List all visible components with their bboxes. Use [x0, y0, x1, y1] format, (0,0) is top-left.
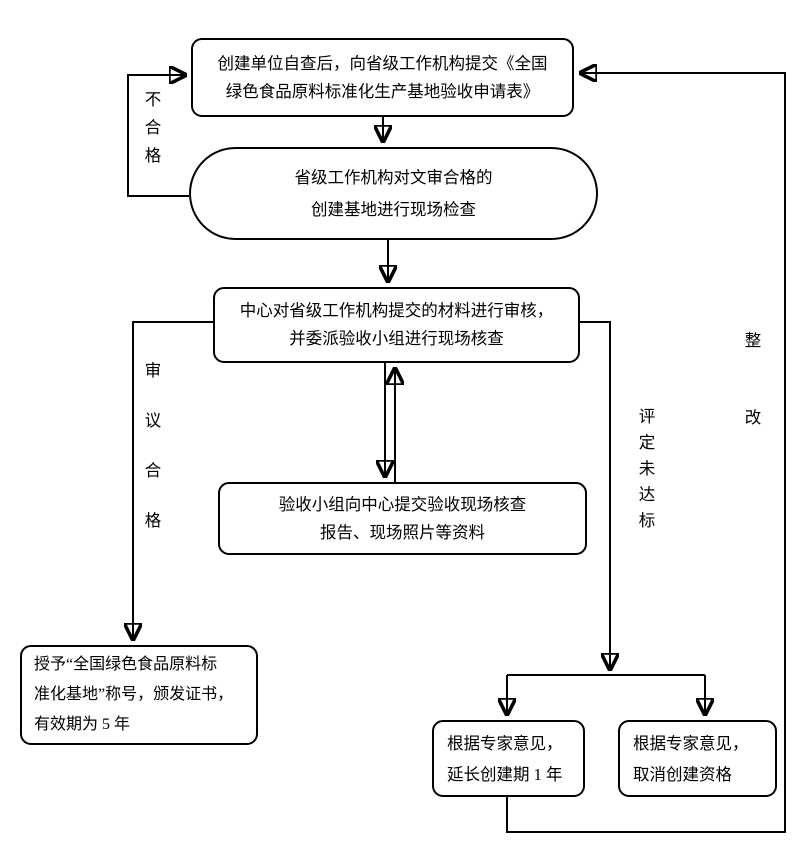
connector-unqualified-loop	[127, 75, 189, 197]
node-extend-text: 根据专家意见， 延长创建期 1 年	[447, 733, 563, 784]
connector-review-to-junction	[580, 321, 610, 670]
node-apply: 创建单位自查后，向省级工作机构提交《全国 绿色食品原料标准化生产基地验收申请表》	[191, 38, 574, 117]
node-award-text: 授予“全国绿色食品原料标 准化基地”称号，颁发证书， 有效期为 5 年	[34, 656, 234, 733]
node-apply-text: 创建单位自查后，向省级工作机构提交《全国 绿色食品原料标准化生产基地验收申请表》	[217, 53, 548, 101]
label-review-approved: 审 议 合 格	[144, 361, 162, 530]
node-report-text: 验收小组向中心提交验收现场核查 报告、现场照片等资料	[278, 494, 527, 542]
node-report: 验收小组向中心提交验收现场核查 报告、现场照片等资料	[218, 482, 587, 555]
node-site-check-text: 省级工作机构对文审合格的 创建基地进行现场检查	[294, 167, 493, 219]
node-review-text: 中心对省级工作机构提交的材料进行审核， 并委派验收小组进行现场核查	[239, 301, 554, 348]
node-site-check: 省级工作机构对文审合格的 创建基地进行现场检查	[189, 147, 598, 240]
node-extend: 根据专家意见， 延长创建期 1 年	[432, 720, 585, 797]
label-unqualified: 不 合 格	[144, 90, 162, 165]
node-cancel: 根据专家意见， 取消创建资格	[618, 720, 777, 797]
label-rectification: 整 改	[744, 331, 762, 427]
connector-rectification-loop	[506, 73, 786, 833]
node-cancel-text: 根据专家意见， 取消创建资格	[633, 733, 749, 784]
node-review: 中心对省级工作机构提交的材料进行审核， 并委派验收小组进行现场核查	[213, 287, 580, 363]
connector-approved-to-award	[133, 321, 213, 640]
node-award: 授予“全国绿色食品原料标 准化基地”称号，颁发证书， 有效期为 5 年	[20, 645, 258, 745]
label-below-standard: 评 定 未 达 标	[638, 407, 656, 530]
